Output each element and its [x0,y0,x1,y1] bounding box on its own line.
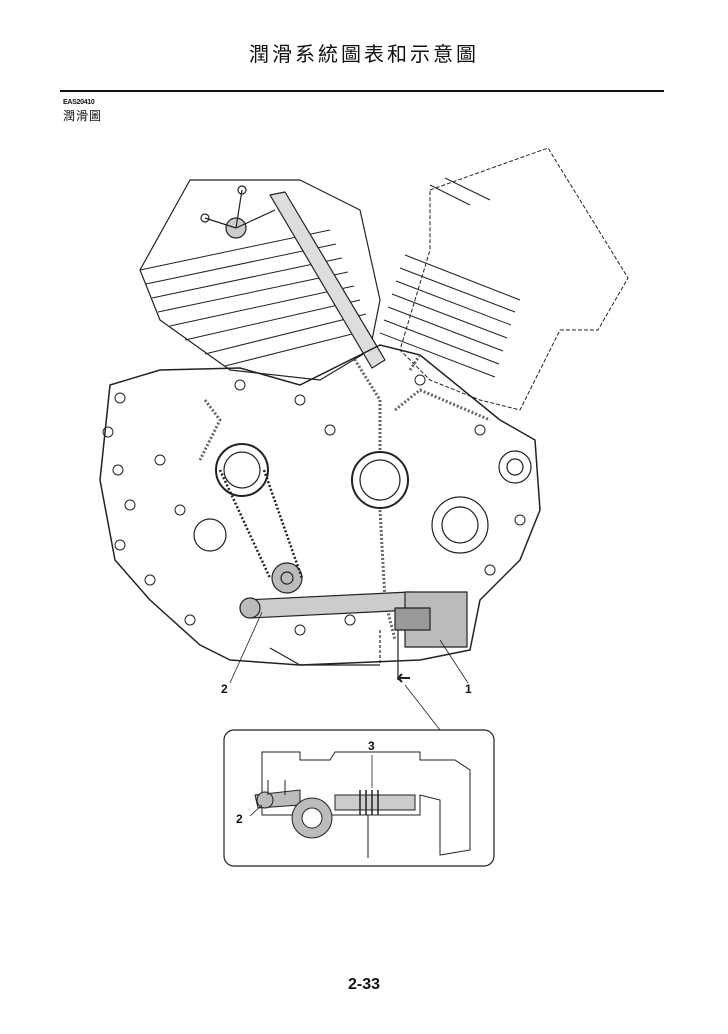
crank-journal [431,496,489,554]
rear-cylinder-fins [379,177,521,378]
leader-2 [229,611,263,684]
page-title: 潤滑系統圖表和示意圖 [249,42,479,66]
oil-delivery-pipe [269,191,386,369]
front-cylinder-outline [139,179,381,381]
callout-2: 2 [221,682,228,696]
inset-callout-2: 2 [236,812,243,826]
page-number: 2-33 [347,976,381,993]
header-rule [60,90,664,92]
case-bolts [102,374,526,636]
crank-gear [351,451,409,509]
leader-1 [439,639,469,684]
crankcase-outline [99,344,541,666]
cam-sprocket-left [215,443,269,497]
section-title: 潤滑圖 [63,109,103,123]
oil-passages [198,354,491,641]
inset-callout-3: 3 [368,739,375,753]
oil-pump-sprocket [271,562,303,594]
oil-strainer-pipe [244,591,413,619]
drive-chain [218,469,304,579]
inset-pointer [404,684,441,731]
callout-1: 1 [465,682,472,696]
section-code: EAS20410 [63,99,95,106]
front-cylinder-fins [139,229,369,367]
detail-inset-drawing [249,751,471,858]
rear-cylinder-outline [399,147,629,411]
